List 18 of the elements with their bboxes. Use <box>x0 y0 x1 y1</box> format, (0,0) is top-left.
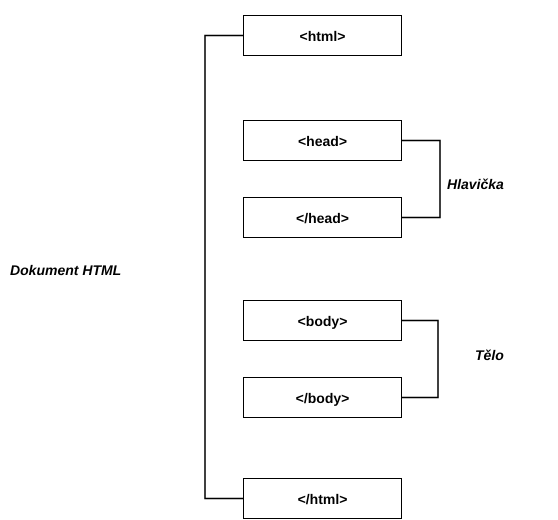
tag-text: </html> <box>298 490 348 506</box>
tag-text: </body> <box>296 390 350 406</box>
section-label: Tělo <box>475 347 504 363</box>
tag-box <box>243 15 402 56</box>
tag-box <box>243 478 402 519</box>
tag-text: </head> <box>296 210 349 226</box>
section-label: Dokument HTML <box>10 262 122 278</box>
tag-box <box>243 377 402 418</box>
tag-box <box>243 120 402 161</box>
bracket-connector <box>402 140 441 218</box>
tag-text: <body> <box>298 312 348 328</box>
tag-text: <head> <box>298 132 348 148</box>
section-label: Hlavička <box>447 176 504 192</box>
bracket-connector <box>204 34 243 500</box>
tag-text: <html> <box>300 28 346 44</box>
tag-box <box>243 197 402 238</box>
bracket-connector <box>402 320 439 398</box>
tag-box <box>243 300 402 341</box>
